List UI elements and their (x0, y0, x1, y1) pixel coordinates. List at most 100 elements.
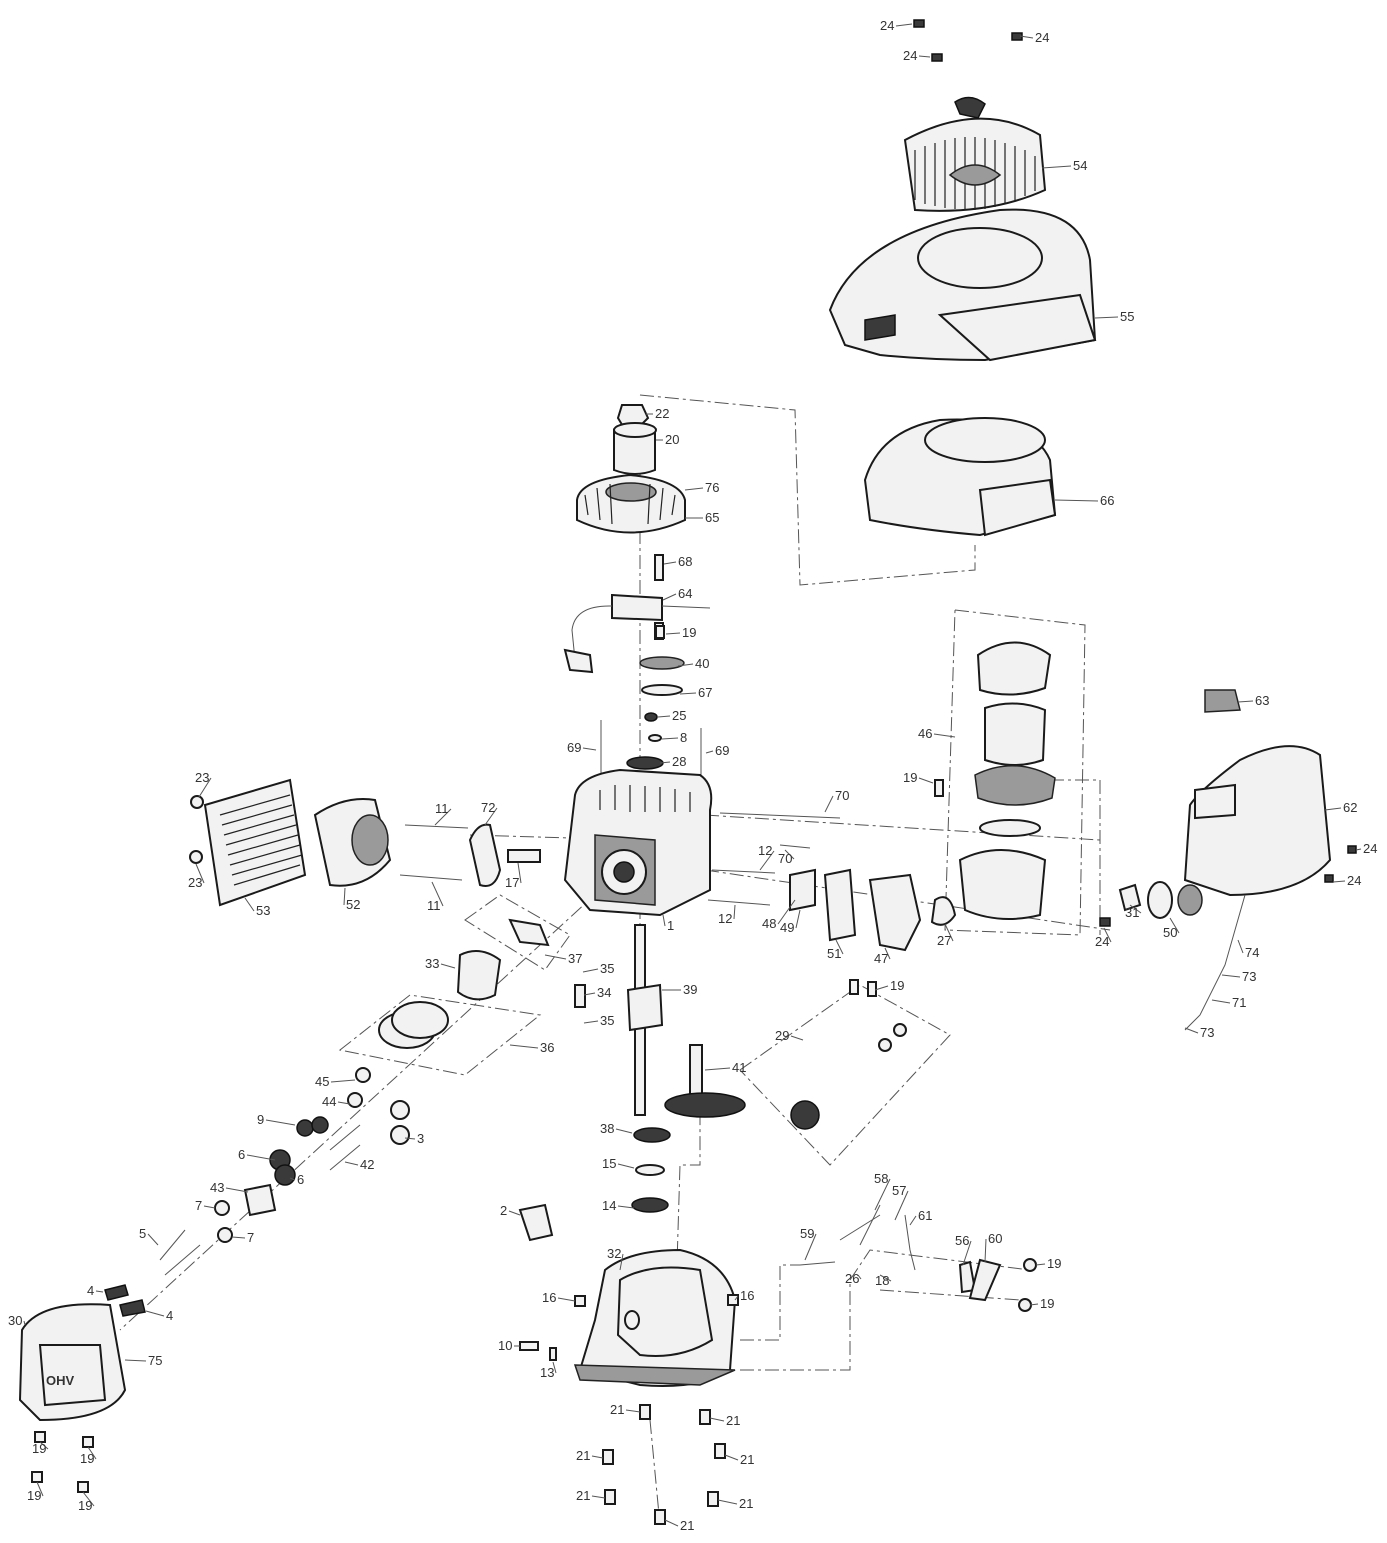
callout-69: 69 (715, 743, 729, 758)
callout-64: 64 (678, 586, 692, 601)
callout-leader-27 (944, 923, 954, 942)
callout-leader-73 (1184, 1027, 1199, 1034)
callout-leader-67 (679, 692, 697, 695)
callout-35: 35 (600, 1013, 614, 1028)
callout-19: 19 (903, 770, 917, 785)
callout-leader-19 (87, 1446, 97, 1460)
callout-62: 62 (1343, 800, 1357, 815)
callout-leader-50 (1169, 917, 1180, 934)
callout-19: 19 (1047, 1256, 1061, 1271)
callout-70: 70 (778, 851, 792, 866)
callout-leader-4 (145, 1310, 165, 1317)
callout-74: 74 (1245, 945, 1259, 960)
callout-21: 21 (576, 1488, 590, 1503)
callout-leader-69 (705, 750, 714, 754)
callout-leader-7 (231, 1236, 246, 1239)
callout-32: 32 (607, 1246, 621, 1261)
callout-21: 21 (576, 1448, 590, 1463)
callout-63: 63 (1255, 693, 1269, 708)
governor-linkage (790, 1023, 1037, 1312)
callout-65: 65 (705, 510, 719, 525)
carburetor (789, 868, 1203, 952)
callout-leader-24 (918, 55, 931, 58)
callout-60: 60 (988, 1231, 1002, 1246)
callout-leader-7 (203, 1205, 216, 1209)
callout-13: 13 (540, 1365, 554, 1380)
callout-26: 26 (845, 1271, 859, 1286)
callout-70: 70 (835, 788, 849, 803)
callout-leader-19 (36, 1481, 44, 1497)
group-boundaries (338, 609, 1086, 1166)
callout-19: 19 (890, 978, 904, 993)
fan-housing-cover (828, 208, 1097, 362)
callout-48: 48 (762, 916, 776, 931)
ohv-emblem-text: OHV (46, 1373, 75, 1388)
callout-51: 51 (827, 946, 841, 961)
callout-leader-62 (1324, 807, 1342, 811)
callout-leader-8 (661, 737, 679, 740)
callout-leader-71 (1211, 999, 1231, 1004)
callout-leader-68 (663, 561, 677, 565)
callout-15: 15 (602, 1156, 616, 1171)
callout-leader-21 (625, 1409, 641, 1413)
callout-leader-37 (544, 954, 567, 960)
callout-leader-72 (484, 807, 498, 826)
callout-leader-61 (909, 1215, 917, 1226)
callout-leader-36 (509, 1044, 539, 1049)
piston-assembly (378, 918, 550, 1049)
callout-leader-29 (790, 1035, 804, 1041)
callout-leader-18 (879, 1274, 892, 1282)
callout-21: 21 (726, 1413, 740, 1428)
crankshaft (574, 924, 746, 1213)
callout-leader-70 (784, 849, 795, 860)
callout-leader-63 (1237, 700, 1254, 703)
callout-leader-41 (704, 1067, 731, 1071)
callout-leader-9 (265, 1119, 296, 1126)
callout-leader-69 (582, 747, 597, 751)
callout-37: 37 (568, 951, 582, 966)
callout-leader-21 (717, 1499, 738, 1505)
callout-21: 21 (610, 1402, 624, 1417)
callout-43: 43 (210, 1180, 224, 1195)
crankcase-cover (518, 1203, 737, 1387)
callout-49: 49 (780, 920, 794, 935)
callout-9: 9 (257, 1112, 264, 1127)
callout-leader-31 (1129, 904, 1142, 914)
callout-41: 41 (732, 1060, 746, 1075)
callout-33: 33 (425, 956, 439, 971)
callout-leader-38 (615, 1128, 633, 1134)
callout-leader-16 (557, 1297, 576, 1302)
callout-leader-21 (591, 1495, 606, 1499)
callout-leader-23 (195, 863, 205, 884)
callout-38: 38 (600, 1121, 614, 1136)
fuel-tank (1183, 689, 1332, 1031)
callout-leader-2 (508, 1210, 521, 1216)
callout-leader-19 (82, 1491, 95, 1507)
callout-leader-16 (734, 1295, 739, 1301)
callout-leader-75 (124, 1359, 147, 1362)
engine-block (563, 768, 713, 917)
callout-leader-19 (874, 985, 889, 991)
callout-30: 30 (8, 1313, 22, 1328)
callout-leader-21 (709, 1417, 725, 1422)
callout-leader-47 (884, 947, 891, 960)
callout-leader-48 (777, 899, 796, 925)
callout-23: 23 (195, 770, 209, 785)
callout-leader-21 (591, 1455, 604, 1459)
callout-12: 12 (758, 843, 772, 858)
callout-40: 40 (695, 656, 709, 671)
callout-leader-43 (225, 1187, 249, 1193)
callout-leader-19 (1035, 1263, 1046, 1266)
valve-cover: OHV (18, 1303, 127, 1422)
callout-leader-19 (1029, 1303, 1039, 1306)
callout-20: 20 (665, 432, 679, 447)
callout-7: 7 (195, 1198, 202, 1213)
callout-leader-1 (662, 914, 666, 927)
callout-24: 24 (1095, 934, 1109, 949)
callout-5: 5 (139, 1226, 146, 1241)
fasteners (31, 19, 1357, 1525)
callout-56: 56 (955, 1233, 969, 1248)
callout-73: 73 (1242, 969, 1256, 984)
ignition-coil (563, 593, 711, 674)
